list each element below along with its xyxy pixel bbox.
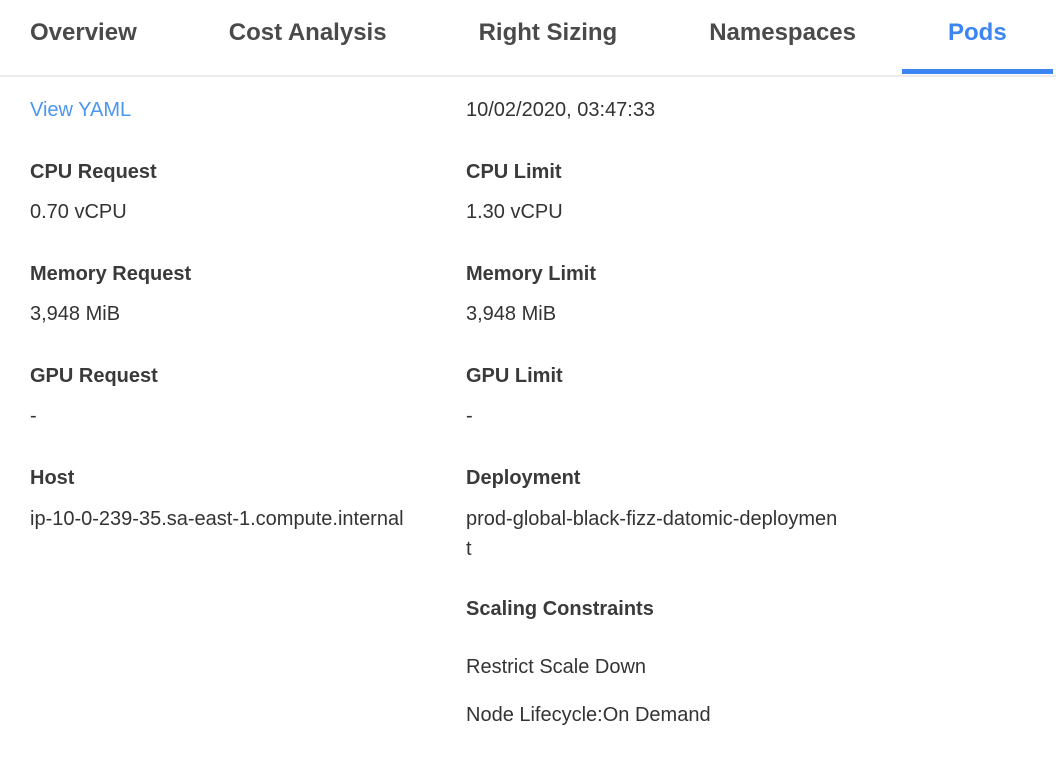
view-yaml-link[interactable]: View YAML xyxy=(30,99,132,121)
cpu-limit-label: CPU Limit xyxy=(466,161,562,183)
last-updated-timestamp: 10/02/2020, 03:47:33 xyxy=(466,99,656,121)
details-left-column: View YAML CPU Request 0.70 vCPU Memory R… xyxy=(30,97,466,728)
gpu-limit-label: GPU Limit xyxy=(466,365,563,387)
scaling-constraints-heading: Scaling Constraints xyxy=(466,598,654,620)
tab-bar: Overview Cost Analysis Right Sizing Name… xyxy=(0,0,1056,77)
cpu-limit-group: CPU Limit 1.30 vCPU xyxy=(466,159,1026,225)
host-link[interactable]: ip-10-0-239-35.sa-east-1.compute.interna… xyxy=(30,508,404,530)
memory-request-group: Memory Request 3,948 MiB xyxy=(30,261,466,327)
memory-request-value: 3,948 MiB xyxy=(30,303,121,325)
tab-cost-analysis[interactable]: Cost Analysis xyxy=(228,19,387,46)
memory-limit-value: 3,948 MiB xyxy=(466,303,557,325)
cpu-request-value: 0.70 vCPU xyxy=(30,201,127,223)
tab-overview[interactable]: Overview xyxy=(30,19,137,46)
host-label: Host xyxy=(30,467,75,489)
deployment-link[interactable]: prod-global-black-fizz-datomic-deploymen… xyxy=(466,508,838,560)
scaling-constraint-node-lifecycle: Node Lifecycle:On Demand xyxy=(466,704,711,726)
gpu-request-value: - xyxy=(30,405,37,427)
memory-limit-label: Memory Limit xyxy=(466,263,597,285)
gpu-limit-value: - xyxy=(466,405,473,427)
details-right-column: 10/02/2020, 03:47:33 CPU Limit 1.30 vCPU… xyxy=(466,97,1026,728)
deployment-group: Deployment prod-global-black-fizz-datomi… xyxy=(466,465,1026,564)
scaling-constraint-restrict-scale-down: Restrict Scale Down xyxy=(466,656,647,678)
memory-request-label: Memory Request xyxy=(30,263,192,285)
tab-namespaces[interactable]: Namespaces xyxy=(709,19,856,46)
tab-right-sizing[interactable]: Right Sizing xyxy=(478,19,618,46)
gpu-request-group: GPU Request - xyxy=(30,363,466,429)
cpu-limit-value: 1.30 vCPU xyxy=(466,201,563,223)
tab-pods[interactable]: Pods xyxy=(901,0,1053,75)
deployment-label: Deployment xyxy=(466,467,581,489)
gpu-limit-group: GPU Limit - xyxy=(466,363,1026,429)
cpu-request-label: CPU Request xyxy=(30,161,157,183)
host-group: Host ip-10-0-239-35.sa-east-1.compute.in… xyxy=(30,465,466,534)
pod-details-panel: View YAML CPU Request 0.70 vCPU Memory R… xyxy=(0,77,1056,728)
memory-limit-group: Memory Limit 3,948 MiB xyxy=(466,261,1026,327)
cpu-request-group: CPU Request 0.70 vCPU xyxy=(30,159,466,225)
gpu-request-label: GPU Request xyxy=(30,365,158,387)
